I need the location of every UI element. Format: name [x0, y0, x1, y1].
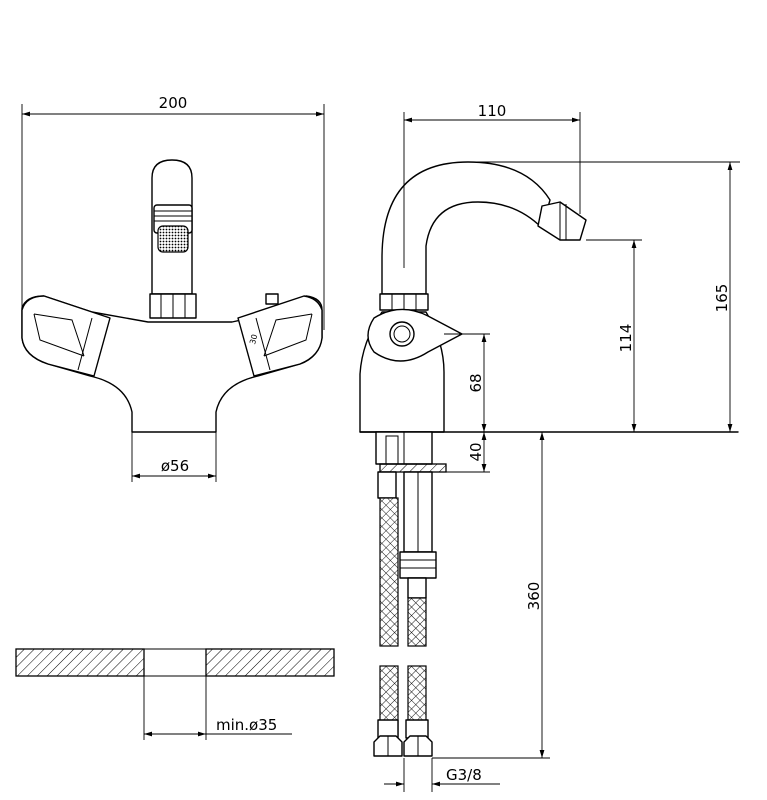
dimension-height-165: 165: [468, 161, 740, 432]
side-view: 110 165 114 68 40 360: [359, 102, 740, 792]
handle-scale-marking: 30: [248, 333, 259, 345]
dimension-label-68: 68: [467, 373, 485, 392]
left-handle: [21, 295, 111, 377]
dimension-label-165: 165: [713, 284, 731, 313]
spout-side: [381, 161, 551, 295]
right-handle: 30: [237, 293, 323, 377]
nozzle-side: [537, 201, 587, 241]
dimension-thread-g38: G3/8: [384, 758, 500, 792]
dimension-label-g38: G3/8: [446, 766, 482, 784]
aerator-front: [153, 204, 193, 253]
dimension-label-110: 110: [478, 102, 507, 120]
lever-hub-side: [367, 308, 463, 362]
spout-nut-side: [379, 293, 429, 311]
hoses-lower: [373, 665, 433, 757]
underside-fittings: [375, 431, 447, 579]
hoses-upper: [377, 471, 427, 647]
dimension-spout-114: 114: [586, 239, 642, 432]
dimension-label-min-35: min.ø35: [216, 716, 277, 734]
dimension-base-56: ø56: [131, 432, 217, 482]
spout-nut-front: [149, 293, 197, 319]
dimension-label-56: ø56: [161, 457, 189, 475]
dimension-label-40: 40: [467, 442, 485, 461]
dimension-deck-40: 40: [446, 432, 490, 473]
dimension-label-360: 360: [525, 582, 543, 611]
deck-section: min.ø35: [15, 648, 335, 740]
dimension-width-200: 200: [21, 94, 325, 340]
dimension-hose-360: 360: [432, 432, 550, 759]
dimension-body-68: 68: [444, 333, 490, 432]
dimension-label-114: 114: [617, 324, 635, 353]
dimension-hole-35: min.ø35: [143, 676, 292, 740]
dimension-reach-110: 110: [403, 102, 581, 268]
front-view: 30 200 ø56: [21, 94, 325, 482]
dimension-label-200: 200: [159, 94, 188, 112]
